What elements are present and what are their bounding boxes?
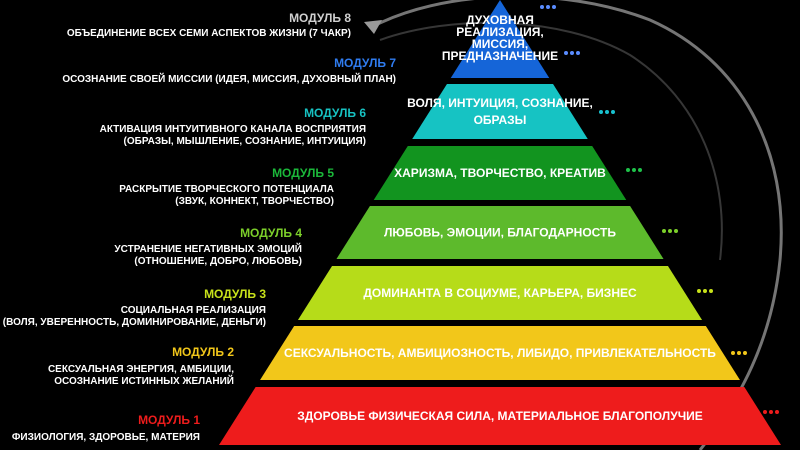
tier-1-health	[219, 387, 781, 445]
module-labels: МОДУЛЬ 8 ОБЪЕДИНЕНИЕ ВСЕХ СЕМИ АСПЕКТОВ …	[3, 11, 397, 443]
module-6-desc: АКТИВАЦИЯ ИНТУИТИВНОГО КАНАЛА ВОСПРИЯТИЯ…	[100, 124, 366, 147]
module-4-title: МОДУЛЬ 4	[240, 226, 302, 240]
tier-3-label: ДОМИНАНТА В СОЦИУМЕ, КАРЬЕРА, БИЗНЕС	[363, 286, 637, 300]
dot-4-3	[638, 168, 642, 172]
dot-8-1	[763, 410, 767, 414]
dot-1-1	[540, 5, 544, 9]
tier-6-intuition	[412, 84, 588, 139]
dot-2-3	[576, 51, 580, 55]
module-1-desc: ФИЗИОЛОГИЯ, ЗДОРОВЬЕ, МАТЕРИЯ	[12, 432, 200, 443]
dot-1-2	[546, 5, 550, 9]
tier-2-sexuality	[260, 326, 740, 380]
tier-1-label: ЗДОРОВЬЕ ФИЗИЧЕСКАЯ СИЛА, МАТЕРИАЛЬНОЕ Б…	[297, 409, 703, 423]
module-6-title: МОДУЛЬ 6	[304, 106, 366, 120]
dot-2-2	[570, 51, 574, 55]
module-5-desc: РАСКРЫТИЕ ТВОРЧЕСКОГО ПОТЕНЦИАЛА(ЗВУК, К…	[119, 184, 334, 207]
module-3-desc: СОЦИАЛЬНАЯ РЕАЛИЗАЦИЯ(ВОЛЯ, УВЕРЕННОСТЬ,…	[3, 305, 266, 328]
module-4-desc: УСТРАНЕНИЕ НЕГАТИВНЫХ ЭМОЦИЙ(ОТНОШЕНИЕ, …	[114, 242, 302, 267]
arrow-head-icon	[364, 20, 382, 34]
module-8-title: МОДУЛЬ 8	[289, 11, 351, 25]
dot-5-1	[662, 229, 666, 233]
dot-4-2	[632, 168, 636, 172]
tier-4-love	[336, 206, 664, 259]
dot-6-3	[709, 289, 713, 293]
module-3-title: МОДУЛЬ 3	[204, 287, 266, 301]
module-7-desc: ОСОЗНАНИЕ СВОЕЙ МИССИИ (ИДЕЯ, МИССИЯ, ДУ…	[62, 72, 396, 85]
tier-6-label: ВОЛЯ, ИНТУИЦИЯ, СОЗНАНИЕ,ОБРАЗЫ	[407, 96, 593, 127]
module-7-title: МОДУЛЬ 7	[334, 56, 396, 70]
dot-4-1	[626, 168, 630, 172]
module-8-desc: ОБЪЕДИНЕНИЕ ВСЕХ СЕМИ АСПЕКТОВ ЖИЗНИ (7 …	[67, 28, 351, 39]
dot-1-3	[552, 5, 556, 9]
module-6: МОДУЛЬ 6 АКТИВАЦИЯ ИНТУИТИВНОГО КАНАЛА В…	[100, 106, 367, 147]
pyramid	[219, 0, 781, 445]
tier-5-label: ХАРИЗМА, ТВОРЧЕСТВО, КРЕАТИВ	[394, 166, 606, 180]
dot-6-2	[703, 289, 707, 293]
inner-ring-arc	[379, 21, 723, 261]
dot-7-3	[743, 351, 747, 355]
dot-8-3	[775, 410, 779, 414]
module-7: МОДУЛЬ 7 ОСОЗНАНИЕ СВОЕЙ МИССИИ (ИДЕЯ, М…	[62, 56, 396, 85]
dot-7-1	[731, 351, 735, 355]
module-8: МОДУЛЬ 8 ОБЪЕДИНЕНИЕ ВСЕХ СЕМИ АСПЕКТОВ …	[67, 11, 351, 39]
module-3: МОДУЛЬ 3 СОЦИАЛЬНАЯ РЕАЛИЗАЦИЯ(ВОЛЯ, УВЕ…	[3, 287, 267, 328]
dot-8-2	[769, 410, 773, 414]
module-5: МОДУЛЬ 5 РАСКРЫТИЕ ТВОРЧЕСКОГО ПОТЕНЦИАЛ…	[119, 166, 334, 207]
ellipsis-dots	[540, 5, 779, 414]
dot-7-2	[737, 351, 741, 355]
module-2-title: МОДУЛЬ 2	[172, 345, 234, 359]
dot-5-3	[674, 229, 678, 233]
dot-3-3	[611, 110, 615, 114]
module-2: МОДУЛЬ 2 СЕКСУАЛЬНАЯ ЭНЕРГИЯ, АМБИЦИИ,ОС…	[48, 345, 234, 387]
module-1-title: МОДУЛЬ 1	[138, 413, 200, 427]
module-4: МОДУЛЬ 4 УСТРАНЕНИЕ НЕГАТИВНЫХ ЭМОЦИЙ(ОТ…	[114, 226, 302, 267]
dot-3-2	[605, 110, 609, 114]
outer-ring-arc	[369, 0, 783, 450]
tier-7-spiritual	[450, 0, 550, 78]
module-1: МОДУЛЬ 1 ФИЗИОЛОГИЯ, ЗДОРОВЬЕ, МАТЕРИЯ	[12, 413, 200, 443]
dot-3-1	[599, 110, 603, 114]
dot-6-1	[697, 289, 701, 293]
ring-decoration	[364, 0, 783, 450]
module-5-title: МОДУЛЬ 5	[272, 166, 334, 180]
dot-2-1	[564, 51, 568, 55]
tier-3-social	[297, 266, 703, 320]
tier-2-label: СЕКСУАЛЬНОСТЬ, АМБИЦИОЗНОСТЬ, ЛИБИДО, ПР…	[284, 346, 716, 360]
tier-5-creativity	[373, 146, 627, 200]
dot-5-2	[668, 229, 672, 233]
tier-4-label: ЛЮБОВЬ, ЭМОЦИИ, БЛАГОДАРНОСТЬ	[384, 226, 616, 240]
module-2-desc: СЕКСУАЛЬНАЯ ЭНЕРГИЯ, АМБИЦИИ,ОСОЗНАНИЕ И…	[48, 364, 234, 387]
